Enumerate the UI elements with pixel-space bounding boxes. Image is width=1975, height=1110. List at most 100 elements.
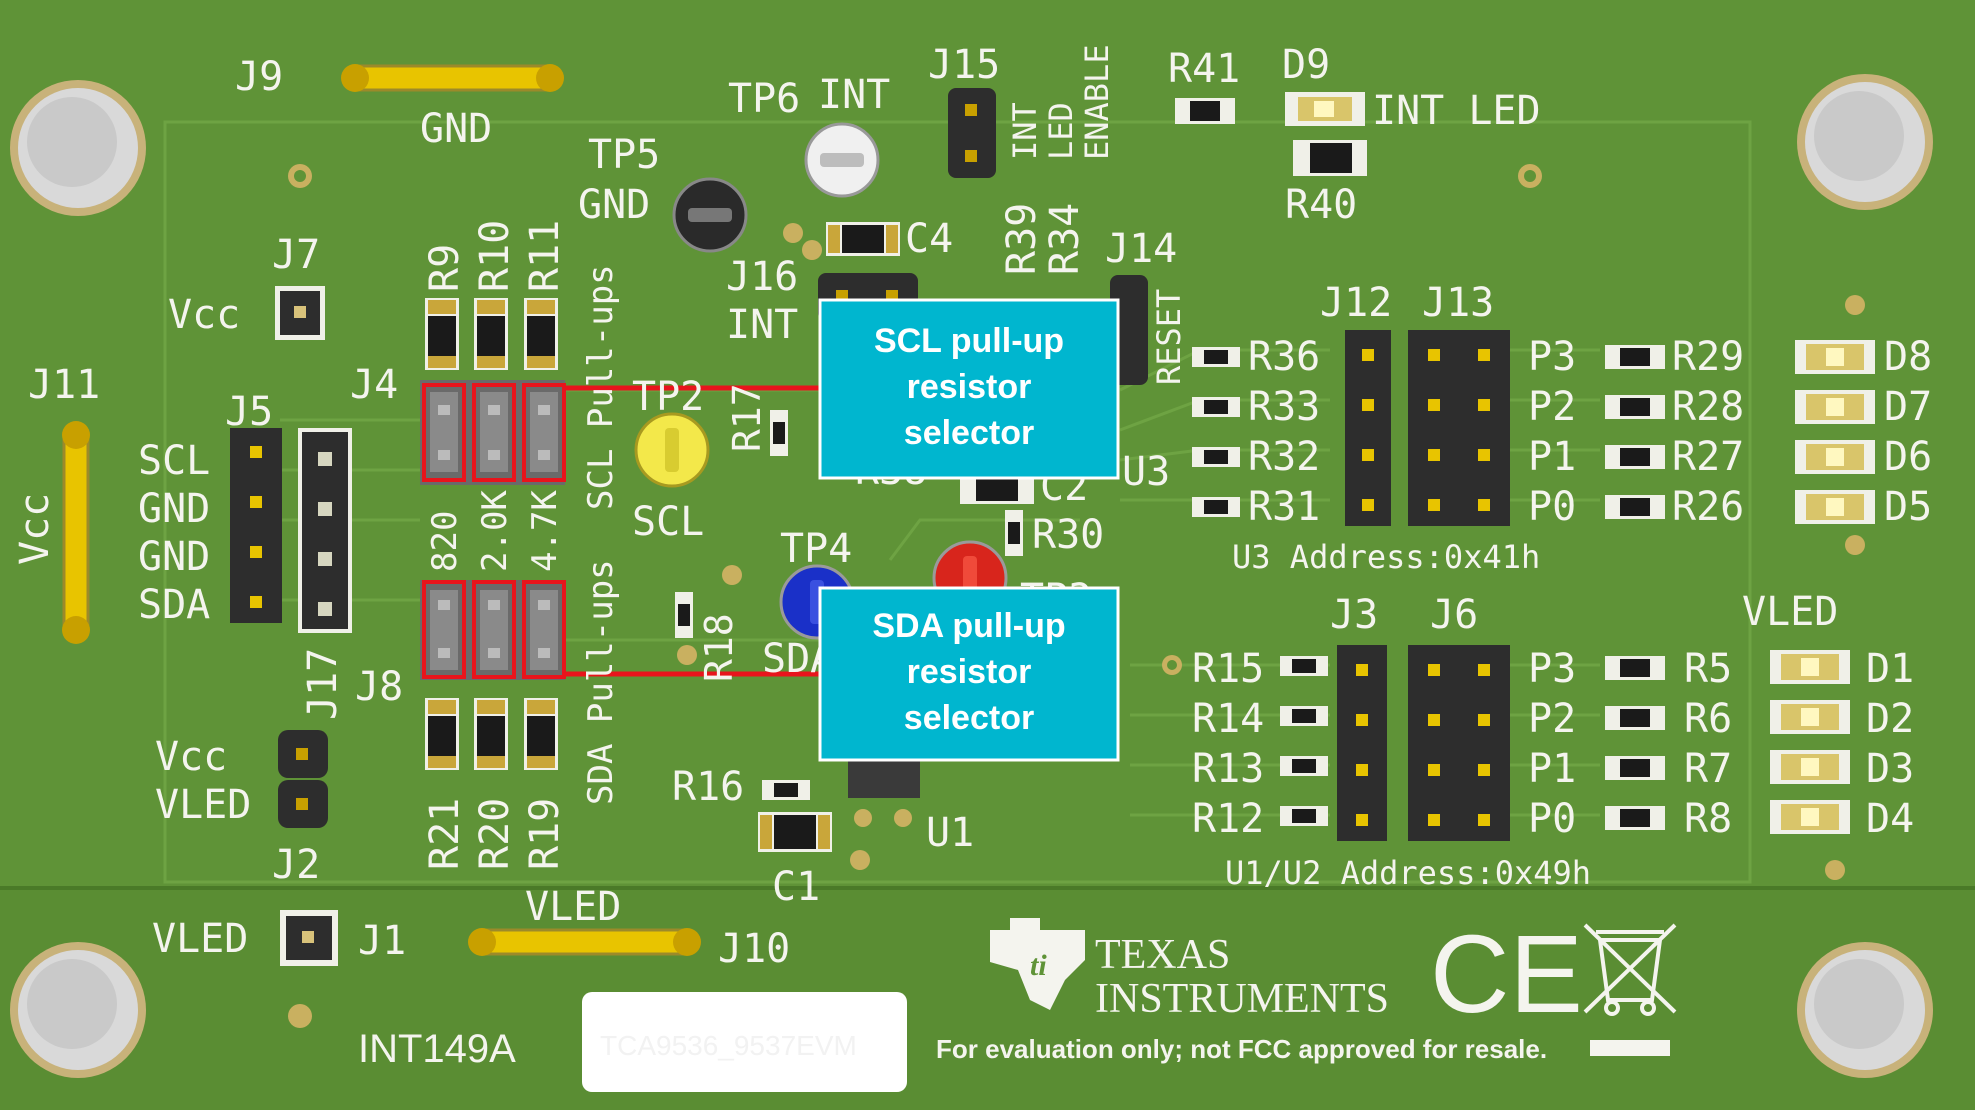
j3-header	[1337, 645, 1387, 841]
label-d8: D8	[1884, 334, 1932, 380]
label-r5: R5	[1684, 646, 1732, 692]
small-resistors-right-bottom	[1605, 656, 1665, 830]
label-r6: R6	[1684, 696, 1732, 742]
j15-header	[948, 88, 996, 178]
label-top-p1: P1	[1528, 434, 1576, 480]
label-u1: U1	[926, 810, 974, 856]
j4-highlight	[422, 383, 566, 482]
label-u3: U3	[1122, 449, 1170, 495]
label-r16: R16	[672, 764, 744, 810]
j7-header	[275, 286, 325, 340]
sda-callout-line3: selector	[904, 699, 1034, 737]
mounting-hole-br	[1797, 942, 1933, 1078]
label-j14-reset: RESET	[1150, 289, 1188, 385]
tp5-testpoint	[672, 177, 748, 253]
label-j10: J10	[718, 926, 790, 972]
label-bot-p1: P1	[1528, 746, 1576, 792]
label-d7: D7	[1884, 384, 1932, 430]
sda-callout-line2: resistor	[907, 653, 1032, 691]
label-r18: R18	[697, 613, 741, 682]
label-vled-j10: VLED	[525, 884, 621, 930]
label-j6: J6	[1430, 592, 1478, 638]
label-j15: J15	[928, 42, 1000, 88]
r41-resistor	[1175, 98, 1235, 124]
label-bot-p0: P0	[1528, 796, 1576, 842]
label-d6: D6	[1884, 434, 1932, 480]
mounting-hole-tr	[1797, 74, 1933, 210]
label-r29: R29	[1672, 334, 1744, 380]
label-tp4: TP4	[780, 526, 852, 572]
label-tp5-gnd: GND	[578, 182, 650, 228]
brand-texas: TEXAS	[1095, 932, 1230, 978]
label-r15: R15	[1192, 646, 1264, 692]
j1-header	[280, 910, 338, 966]
sda-callout-line1: SDA pull-up	[872, 607, 1065, 645]
label-vled-j1: VLED	[152, 916, 248, 962]
label-top-p0: P0	[1528, 484, 1576, 530]
label-r26: R26	[1672, 484, 1744, 530]
label-sticker	[582, 992, 907, 1092]
mounting-hole-bl	[10, 942, 146, 1078]
label-tp5: TP5	[588, 132, 660, 178]
label-r10: R10	[472, 220, 518, 292]
label-j4: J4	[350, 362, 398, 408]
label-d3: D3	[1866, 746, 1914, 792]
j13-header	[1408, 330, 1510, 526]
label-d9: D9	[1282, 42, 1330, 88]
label-r39: R39	[999, 203, 1045, 275]
label-j5-pin1: SCL	[138, 438, 210, 484]
label-j8: J8	[355, 664, 403, 710]
label-j2: J2	[272, 842, 320, 888]
label-c4: C4	[905, 216, 953, 262]
label-tp6-int: INT	[818, 72, 890, 118]
label-r11: R11	[522, 220, 568, 292]
d9-led	[1285, 92, 1365, 126]
label-r8: R8	[1684, 796, 1732, 842]
weee-bin-icon	[1583, 923, 1677, 1016]
leds-bottom	[1770, 650, 1850, 834]
j8-jumper-block	[420, 580, 565, 680]
label-d5: D5	[1884, 484, 1932, 530]
small-resistors-left-bottom	[1280, 656, 1328, 826]
label-u3-address: U3 Address:0x41h	[1232, 538, 1540, 576]
scl-callout-line2: resistor	[907, 368, 1032, 406]
brand-instruments: INSTRUMENTS	[1095, 976, 1389, 1022]
scl-callout-line3: selector	[904, 414, 1034, 452]
label-c1: C1	[772, 864, 820, 910]
j6-header	[1408, 645, 1510, 841]
label-top-p2: P2	[1528, 384, 1576, 430]
label-r34: R34	[1042, 203, 1088, 275]
tp6-testpoint	[804, 122, 880, 198]
label-j15-enable: ENABLE	[1078, 44, 1116, 160]
label-j5-pin4: SDA	[138, 582, 210, 628]
pullup-resistors-bottom	[425, 698, 558, 770]
label-bot-p3: P3	[1528, 646, 1576, 692]
mounting-hole-tl	[10, 80, 146, 216]
label-d4: D4	[1866, 796, 1914, 842]
ti-logo-icon: ti	[990, 918, 1085, 1010]
label-r14: R14	[1192, 696, 1264, 742]
sticker-text: TCA9536_9537EVM	[600, 1030, 857, 1061]
label-r32: R32	[1248, 434, 1320, 480]
misc-small-resistors	[675, 410, 1023, 800]
r40-resistor	[1293, 140, 1367, 176]
label-top-p3: P3	[1528, 334, 1576, 380]
label-r13: R13	[1192, 746, 1264, 792]
label-r20: R20	[472, 798, 518, 870]
part-number: INT149A	[358, 1027, 516, 1071]
label-j5-pin2: GND	[138, 486, 210, 532]
small-resistors-right-top	[1605, 345, 1665, 519]
label-val-820: 820	[425, 511, 465, 572]
label-j15-led: LED	[1042, 102, 1080, 160]
tp2-testpoint	[634, 412, 710, 488]
c4-capacitor	[826, 222, 900, 256]
label-r36: R36	[1248, 334, 1320, 380]
j11-bar	[62, 421, 90, 644]
label-gnd-top: GND	[420, 106, 492, 152]
label-r33: R33	[1248, 384, 1320, 430]
label-r41: R41	[1168, 46, 1240, 92]
vias	[288, 164, 1865, 1028]
label-val-2k: 2.0K	[475, 490, 515, 572]
